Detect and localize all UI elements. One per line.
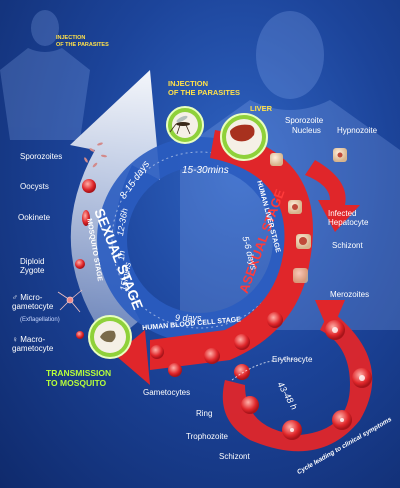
label-merozoites: Merozoites <box>330 290 370 299</box>
time-9-days: 9 days <box>175 313 202 323</box>
label-infected-hepatocyte: Infected Hepatocyte <box>328 209 369 227</box>
liver-badge <box>220 113 268 161</box>
label-nucleus: Nucleus <box>292 126 321 135</box>
liver-icon <box>230 124 255 142</box>
label-sporozoite: Sporozoite <box>285 116 324 125</box>
mosquito-icon <box>169 115 191 135</box>
mosquito-badge <box>166 106 204 144</box>
merozoite-release-cell <box>293 268 308 283</box>
label-schizont-liver: Schizont <box>332 241 363 250</box>
time-15-30mins: 15-30mins <box>182 165 229 176</box>
female-symbol-icon: ♀ <box>12 335 18 344</box>
transmission-title: TRANSMISSION TO MOSQUITO <box>46 368 112 388</box>
zygote-cell <box>75 259 85 269</box>
label-ookinete: Ookinete <box>18 213 51 222</box>
label-hypnozoite: Hypnozoite <box>337 126 378 135</box>
male-symbol-icon: ♂ <box>12 293 18 302</box>
label-macro-gametocyte: ♀ Macro- gametocyte <box>12 335 54 353</box>
ookinete-cell <box>82 210 90 226</box>
label-erythrocyte: Erythrocyte <box>272 355 313 364</box>
injection-main-title: INJECTION OF THE PARASITES <box>168 79 240 97</box>
microscope-sample-icon <box>100 330 116 343</box>
hepatocyte-cell-1 <box>270 153 283 166</box>
label-micro-gametocyte: ♂ Micro- gametocyte <box>12 293 54 311</box>
label-diploid-zygote: Diploid Zygote <box>20 257 45 275</box>
injection-small-title: INJECTION OF THE PARASITES <box>56 35 109 48</box>
sporozoite-cluster <box>84 142 107 168</box>
oocyst-cell <box>82 179 96 193</box>
label-sporozoites-left: Sporozoites <box>20 152 63 161</box>
label-gametocytes: Gametocytes <box>143 388 191 397</box>
sample-badge <box>88 315 132 359</box>
liver-title: LIVER <box>250 104 273 113</box>
label-exflagellation: (Exflagellation) <box>20 317 60 323</box>
red-cycle-arrow <box>150 130 313 370</box>
label-oocysts: Oocysts <box>20 182 49 191</box>
time-1h: 1h <box>116 250 127 261</box>
label-ring: Ring <box>196 409 213 418</box>
label-trophozoite: Trophozoite <box>186 432 228 441</box>
micro-gametocyte-cell <box>57 289 83 313</box>
macro-gametocyte-cell <box>76 331 84 339</box>
label-schizont-blood: Schizont <box>219 452 250 461</box>
